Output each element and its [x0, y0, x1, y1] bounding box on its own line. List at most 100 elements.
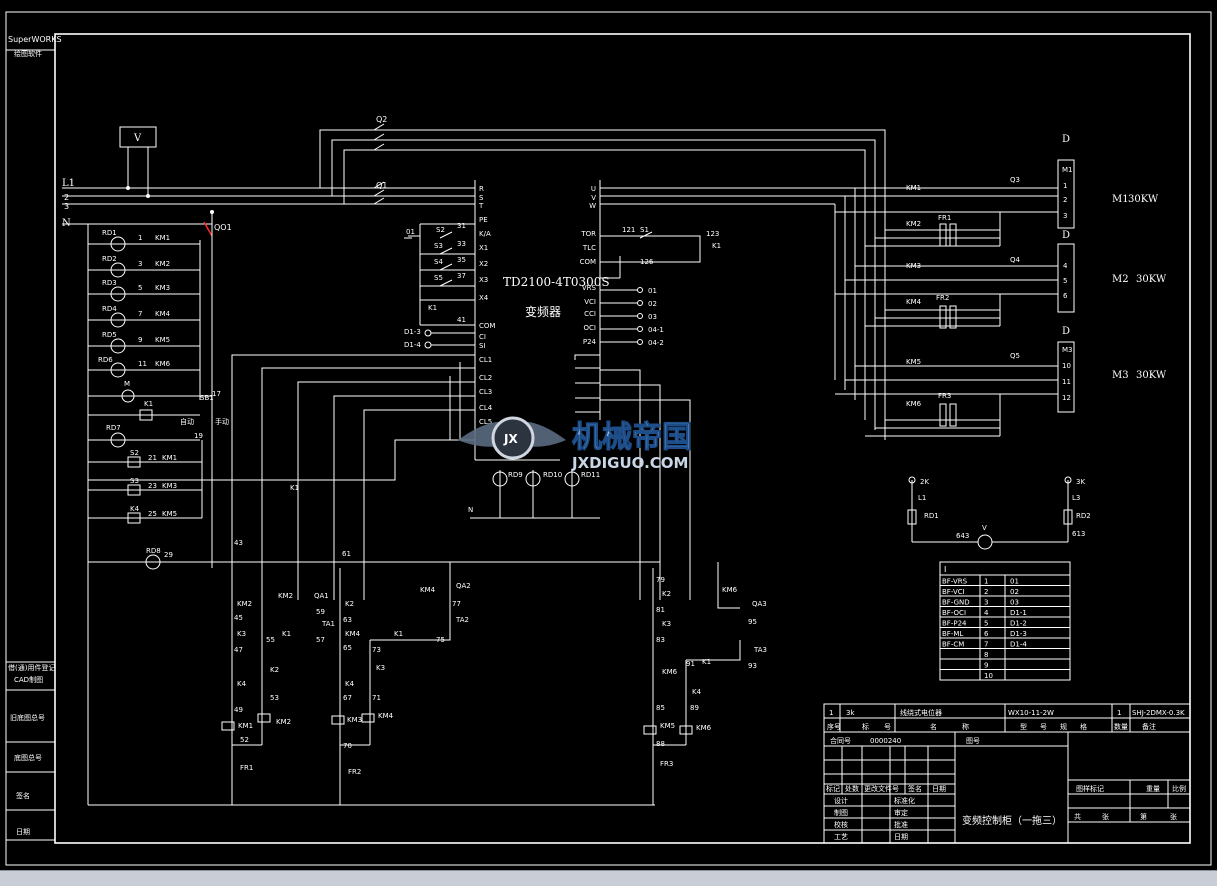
vfd-out-6: VRS: [582, 284, 597, 292]
term-table-cell: 7: [984, 641, 988, 649]
c3-qa3: QA3: [752, 600, 767, 608]
vfd-out-4: TLC: [582, 244, 596, 252]
ctrl-23: 23: [148, 482, 157, 490]
right-meter-rd2: RD2: [1076, 512, 1091, 520]
lamp-m: M: [124, 380, 130, 388]
watermark: JX 机械帝国 JXDIGUO.COM: [458, 416, 693, 472]
motor-branch-m1: KM1 KM2 FR1 Q3 D M1 1 2 3 M1 30KW: [835, 134, 1159, 247]
watermark-badge: JX: [503, 432, 518, 446]
lamp-num-29: 29: [164, 551, 173, 559]
c1-47: 47: [234, 646, 243, 654]
sign-3: 工艺: [834, 833, 848, 841]
control-column-1: KM2 45 K3 47 K4 49 KM1 52 FR1 55 K2 53 K…: [221, 568, 291, 805]
lamp-row-rd7: RD7: [88, 424, 200, 448]
parts-row-4: 1: [1117, 709, 1121, 717]
term-table-cell: 02: [1010, 588, 1019, 596]
m2-name: M2: [1112, 274, 1129, 285]
vfd-switch-k1: K1: [428, 304, 437, 312]
term-table-cell: 10: [984, 672, 993, 680]
m3-term-0: M3: [1062, 346, 1073, 354]
ctrl-row-s3: S3 23 KM3: [88, 477, 202, 496]
left-side-strip: SuperWORKS 绘图软件 借(通)用件登记 CAD制图 旧底图总号 底图总…: [6, 35, 62, 841]
vfd-in-12: CL1: [479, 356, 492, 364]
lamp-num-9: 9: [138, 336, 142, 344]
drawing-title: 变频控制柜（一拖三）: [962, 814, 1062, 827]
vfd-term-04-2: 04-2: [648, 339, 664, 347]
lamp-rd4: RD4: [102, 305, 117, 313]
vfd-out-num-123: 123: [706, 230, 719, 238]
bottom-lamp-0: RD9: [508, 471, 523, 479]
vfd-out-3: TOR: [580, 230, 596, 238]
bus-n-label: N: [62, 218, 71, 229]
vfd-in-11: SI: [479, 342, 486, 350]
sign-right-0: 标准化: [894, 796, 915, 805]
lamp-rd6: RD6: [98, 356, 113, 364]
right-voltmeter-circuit: V RD1 RD2 L1 L3 2K 3K 613 643: [907, 476, 1091, 550]
sheet-total: 共: [1074, 812, 1081, 821]
sign-right-2: 批准: [894, 820, 908, 829]
motor-branch-m2: KM3 KM4 FR2 Q4 D 4 5 6 M2 30KW: [835, 230, 1167, 329]
c1-52: 52: [240, 736, 249, 744]
term-table-cell: 9: [984, 662, 988, 670]
lamp-rd1: RD1: [102, 229, 117, 237]
title-block: 1 3k 线绕式电位器 WX10-11-2W 1 SHJ-2DMX-0.3K 序…: [823, 703, 1191, 844]
term-table-cell: BF-ML: [942, 630, 963, 638]
lamp-num-11: 11: [138, 360, 147, 368]
logo-text: SuperWORKS: [8, 35, 62, 44]
vfd-out-s1: S1: [640, 226, 649, 234]
qo1-label: QO1: [214, 223, 232, 232]
sign-0: 设计: [834, 796, 848, 805]
vfd-model: TD2100-4T0300S: [503, 275, 610, 289]
m3-q5: Q5: [1010, 352, 1020, 360]
term-table-cell: D1-2: [1010, 620, 1027, 628]
term-table-cell: BF-CM: [942, 641, 964, 649]
side-strip-1: CAD制图: [14, 675, 43, 684]
c2-km2: KM2: [278, 592, 293, 600]
vfd-out-5: COM: [580, 258, 596, 266]
sheet-unit-1: 张: [1102, 812, 1109, 821]
ctrl-k1-b: K1: [290, 484, 299, 492]
term-table-cell: BF-P24: [942, 620, 967, 628]
qo1-breaker: [203, 221, 213, 237]
ctrl-auto: 自动: [180, 417, 194, 426]
parts-row-2: 线绕式电位器: [900, 708, 942, 717]
vfd-in-16: CL5: [479, 418, 492, 426]
inner-frame: [54, 33, 1191, 844]
term-table-cell: 03: [1010, 599, 1019, 607]
vfd-d1-3: D1-3: [404, 328, 421, 336]
c3-95: 95: [748, 618, 757, 626]
bottom-n-label: N: [468, 506, 473, 514]
c2-70: 70: [343, 742, 352, 750]
m3-power: 30KW: [1136, 370, 1167, 381]
parts-hdr-8: 格: [1080, 722, 1087, 731]
m1-d: D: [1062, 134, 1070, 145]
c2-km4: KM4: [345, 630, 361, 638]
c1-k2: K2: [270, 666, 279, 674]
lamp-rd5: RD5: [102, 331, 117, 339]
c2-km3: KM3: [347, 716, 362, 724]
bus-l3-label: 3: [64, 202, 69, 211]
c2-k1-b: K1: [394, 630, 403, 638]
c3-ta3: TA3: [753, 646, 767, 654]
m3-term-2: 11: [1062, 378, 1071, 386]
m3-term-3: 12: [1062, 394, 1071, 402]
c3-k1: K1: [702, 658, 711, 666]
c2-km4-aux: KM4: [420, 586, 436, 594]
parts-row-3: WX10-11-2W: [1008, 709, 1054, 717]
c3-85: 85: [656, 704, 665, 712]
c3-79: 79: [656, 576, 665, 584]
c2-67: 67: [343, 694, 352, 702]
m2-fr2: FR2: [936, 294, 949, 302]
term-table-cell: D1-1: [1010, 609, 1027, 617]
c2-75: 75: [436, 636, 445, 644]
c2-k1: K1: [282, 630, 291, 638]
rev-2: 更改文件号: [864, 784, 899, 793]
ctrl-k1: K1: [144, 400, 153, 408]
m2-term-1: 5: [1063, 277, 1067, 285]
mark-label: 图样标记: [1076, 784, 1104, 793]
parts-hdr-7: 规: [1060, 722, 1067, 731]
bottom-lamp-1: RD10: [543, 471, 562, 479]
vfd-in-14: CL3: [479, 388, 492, 396]
